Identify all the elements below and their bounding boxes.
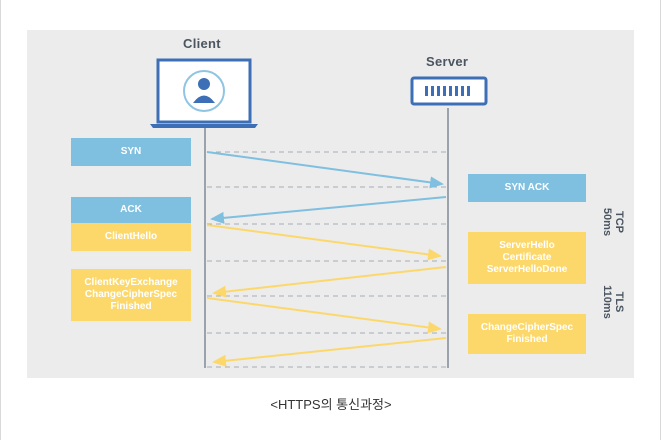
server-icon — [410, 76, 488, 106]
ack-box: ACK — [71, 197, 191, 223]
frame-border-left — [0, 0, 1, 440]
tls-phase-label: TLS 110ms — [601, 285, 625, 319]
server-change-cipher-box: ChangeCipherSpec Finished — [468, 314, 586, 354]
server-title: Server — [426, 54, 469, 69]
server-hello-box: ServerHello Certificate ServerHelloDone — [468, 232, 586, 284]
client-hello-box: ClientHello — [71, 223, 191, 251]
dashed-guides — [207, 151, 446, 368]
syn-ack-box: SYN ACK — [468, 174, 586, 202]
arrow-client-hello — [206, 224, 442, 261]
frame-border-right — [660, 0, 661, 440]
syn-box: SYN — [71, 138, 191, 166]
tcp-phase-label: TCP 50ms — [601, 207, 625, 237]
arrow-server-finished — [212, 337, 447, 367]
arrow-server-hello — [212, 266, 447, 298]
arrow-client-key-exchange — [206, 297, 442, 334]
client-title: Client — [183, 36, 221, 51]
laptop-icon — [150, 58, 258, 128]
arrow-syn — [206, 151, 444, 189]
arrow-syn-ack — [210, 196, 447, 224]
diagram-caption: <HTTPS의 통신과정> — [270, 397, 392, 412]
client-key-exchange-box: ClientKeyExchange ChangeCipherSpec Finis… — [71, 269, 191, 321]
